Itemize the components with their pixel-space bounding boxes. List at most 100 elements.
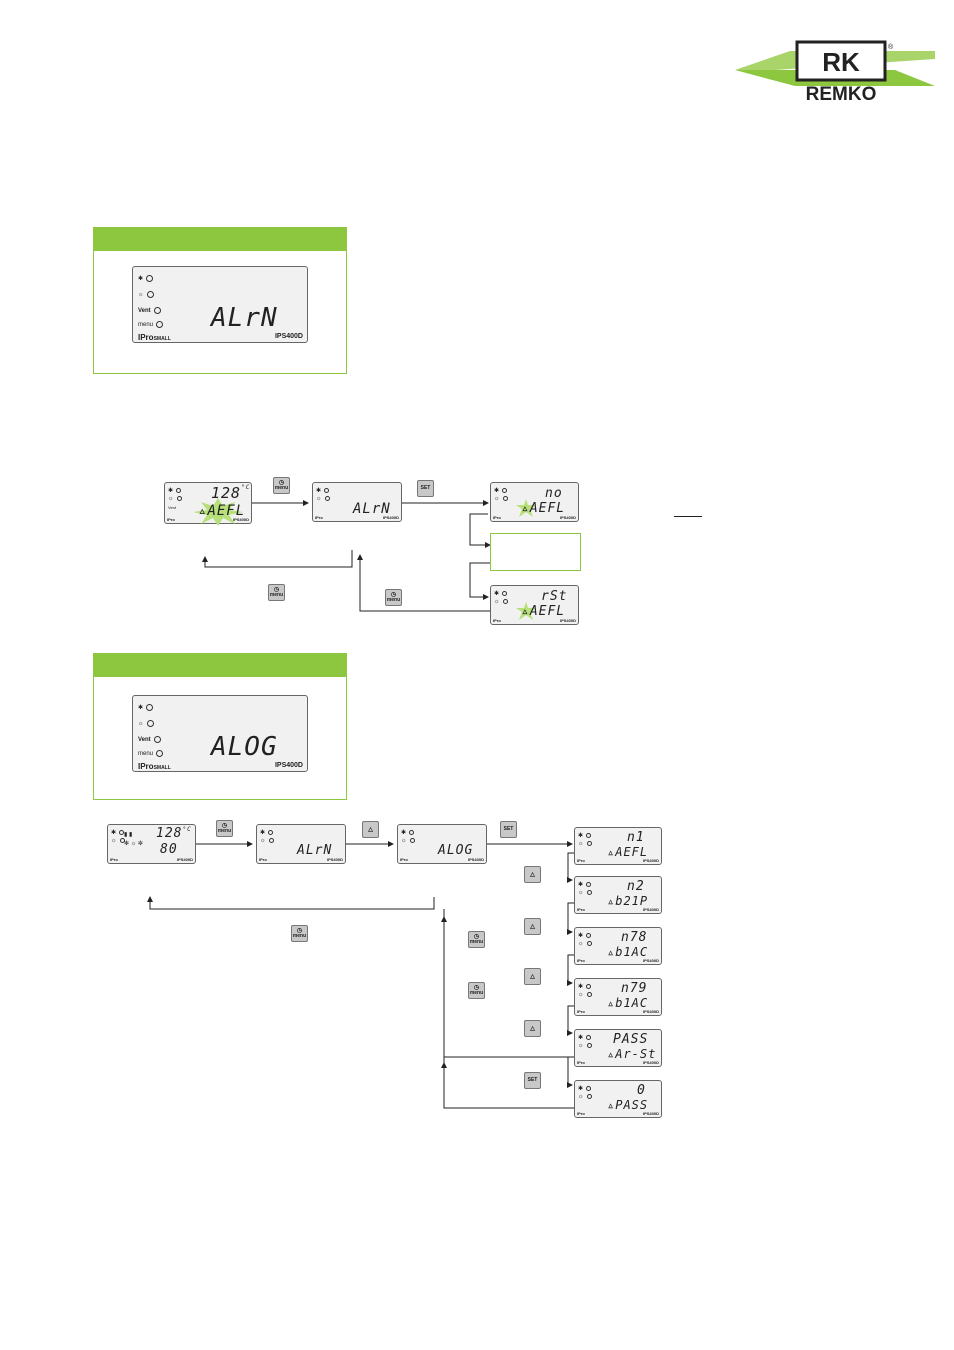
- lcd-main-text: ALrN: [353, 501, 391, 517]
- snowflake-indicator: ✱: [138, 275, 154, 283]
- sun-icon: ☼: [168, 496, 182, 502]
- lcd-bottom-text: ▵PASS: [607, 1098, 649, 1112]
- controller-model: IPS400D: [274, 762, 303, 769]
- lcd-log-entry: ✱ ☼ 0 ▵PASS IPro IPS400D: [574, 1080, 662, 1118]
- lcd-temperature: 128°C: [211, 484, 251, 502]
- lcd-top-text: PASS: [613, 1032, 649, 1047]
- svg-text:®: ®: [888, 43, 894, 51]
- lcd-log-entry: ✱ ☼ n1 ▵AEFL IPro IPS400D: [574, 827, 662, 865]
- snowflake-icon: ✱: [578, 881, 592, 888]
- sun-icon: ☼: [138, 721, 144, 728]
- lcd-top-text: n79: [621, 981, 648, 996]
- panel-header: [94, 654, 346, 677]
- lcd-bottom-text: ▵AEFL: [607, 845, 649, 859]
- sun-icon: ☼: [578, 841, 592, 847]
- lcd-alarm-log: ✱ ☼ ALOG IPro IPS400D: [397, 824, 487, 864]
- status-icons: ▮ ▮: [124, 832, 133, 838]
- lcd-top-text: n2: [627, 879, 645, 894]
- triangle-up-icon: △: [530, 923, 535, 930]
- lcd-top-text: n1: [627, 830, 645, 845]
- brand-name: REMKO: [806, 84, 877, 102]
- clock-icon: ◷: [390, 592, 397, 598]
- set-key[interactable]: SET: [417, 480, 434, 497]
- lcd-option-rst: ✱ ☼ rSt ▵AEFL IPro IPS400D: [490, 585, 579, 625]
- clock-icon: ◷: [473, 985, 480, 991]
- alarm-burst-icon: [193, 498, 243, 526]
- snowflake-icon: ✱: [111, 829, 125, 836]
- lcd-alarm-code: ▵AEFL: [198, 503, 246, 519]
- lcd-alarm-menu-flow2: ✱ ☼ ALrN IPro IPS400D: [256, 824, 346, 864]
- sun-indicator: ☼: [138, 720, 154, 727]
- lcd-alarm-menu-flow1: ✱ ☼ ALrN IPro IPS400D: [312, 482, 402, 522]
- remko-logo: RK REMKO ®: [735, 40, 935, 102]
- lcd-option-no: ✱ ☼ no ▵AEFL IPro IPS400D: [490, 482, 579, 522]
- lcd-bottom-text: ▵Ar-St: [607, 1047, 657, 1061]
- vent-indicator: Vent: [138, 307, 161, 314]
- svg-text:RK: RK: [822, 47, 860, 77]
- menu-key[interactable]: ◷menu: [291, 925, 308, 942]
- snowflake-icon: ✱: [578, 932, 592, 939]
- set-key[interactable]: SET: [524, 1072, 541, 1089]
- sun-icon: ☼: [494, 599, 508, 605]
- underline-mark: [674, 516, 702, 517]
- alarm-burst-icon: [516, 602, 536, 620]
- set-key[interactable]: SET: [500, 821, 517, 838]
- snowflake-icon: ✱: [578, 983, 592, 990]
- lcd-bottom-text: ▵AEFL: [521, 501, 566, 516]
- lcd-main-text: ALrN: [211, 303, 278, 333]
- sun-icon: ☼: [260, 838, 274, 844]
- menu-key[interactable]: ◷menu: [268, 584, 285, 601]
- lcd-temperature: 128°C: [156, 826, 192, 841]
- sun-icon: ☼: [578, 1094, 592, 1100]
- menu-key[interactable]: ◷menu: [216, 820, 233, 837]
- lcd-log-entry: ✱ ☼ n78 ▵b1AC IPro IPS400D: [574, 927, 662, 965]
- up-key[interactable]: △: [524, 968, 541, 985]
- lcd-bottom-text: ▵b1AC: [607, 996, 649, 1010]
- sun-icon: ☼: [578, 992, 592, 998]
- menu-key[interactable]: ◷menu: [385, 589, 402, 606]
- clock-icon: ◷: [221, 823, 228, 829]
- lcd-second-value: 80: [160, 842, 178, 857]
- controller-model: IPS400D: [274, 333, 303, 340]
- lcd-top-text: n78: [621, 930, 648, 945]
- snowflake-icon: ✱: [578, 1085, 592, 1092]
- snowflake-icon: ✱: [138, 705, 144, 712]
- clock-icon: ◷: [278, 480, 285, 486]
- lcd-log-entry: ✱ ☼ n2 ▵b21P IPro IPS400D: [574, 876, 662, 914]
- vent-indicator: Vent: [168, 505, 177, 510]
- snowflake-icon: ✱: [138, 276, 144, 283]
- lcd-bottom-text: ▵b1AC: [607, 945, 649, 959]
- menu-key[interactable]: ◷menu: [273, 477, 290, 494]
- snowflake-icon: ✱: [578, 1034, 592, 1041]
- panel-header: [94, 228, 346, 251]
- lcd-main-text: ALrN: [297, 843, 333, 858]
- up-key[interactable]: △: [524, 918, 541, 935]
- snowflake-icon: ✱: [578, 832, 592, 839]
- lcd-bottom-text: ▵AEFL: [521, 604, 566, 619]
- controller-brand: IProSMALL: [138, 333, 171, 342]
- lcd-top-text: 0: [637, 1083, 646, 1098]
- panel-alarm-menu: ✱ ☼ Vent menu ALrN IProSMALL IPS400D: [93, 227, 347, 374]
- triangle-up-icon: △: [530, 1025, 535, 1032]
- clock-icon: ◷: [473, 934, 480, 940]
- snowflake-indicator: ✱: [138, 704, 154, 712]
- lcd-bottom-text: ▵b21P: [607, 894, 649, 908]
- alarm-burst-icon: [516, 499, 536, 517]
- lcd-start-flow2: ✱ ☼ ▮ ▮ ✻ ☼ ✼ 128°C 80 IPro IPS400D: [107, 824, 196, 864]
- up-key[interactable]: △: [362, 821, 379, 838]
- panel-alarm-log: ✱ ☼ Vent menu ALOG IProSMALL IPS400D: [93, 653, 347, 800]
- sun-icon: ☼: [316, 496, 330, 502]
- up-key[interactable]: △: [524, 866, 541, 883]
- menu-indicator: menu: [138, 321, 164, 328]
- sun-icon: ☼: [578, 1043, 592, 1049]
- vent-indicator: Vent: [138, 736, 161, 743]
- sun-icon: ☼: [578, 890, 592, 896]
- lcd-log-entry: ✱ ☼ n79 ▵b1AC IPro IPS400D: [574, 978, 662, 1016]
- menu-key[interactable]: ◷menu: [468, 931, 485, 948]
- sun-icon: ☼: [494, 496, 508, 502]
- lcd-top-text: no: [545, 486, 563, 501]
- menu-key[interactable]: ◷menu: [468, 982, 485, 999]
- lcd-display-large: ✱ ☼ Vent menu ALOG IProSMALL IPS400D: [132, 695, 308, 772]
- up-key[interactable]: △: [524, 1020, 541, 1037]
- sun-icon: ☼: [578, 941, 592, 947]
